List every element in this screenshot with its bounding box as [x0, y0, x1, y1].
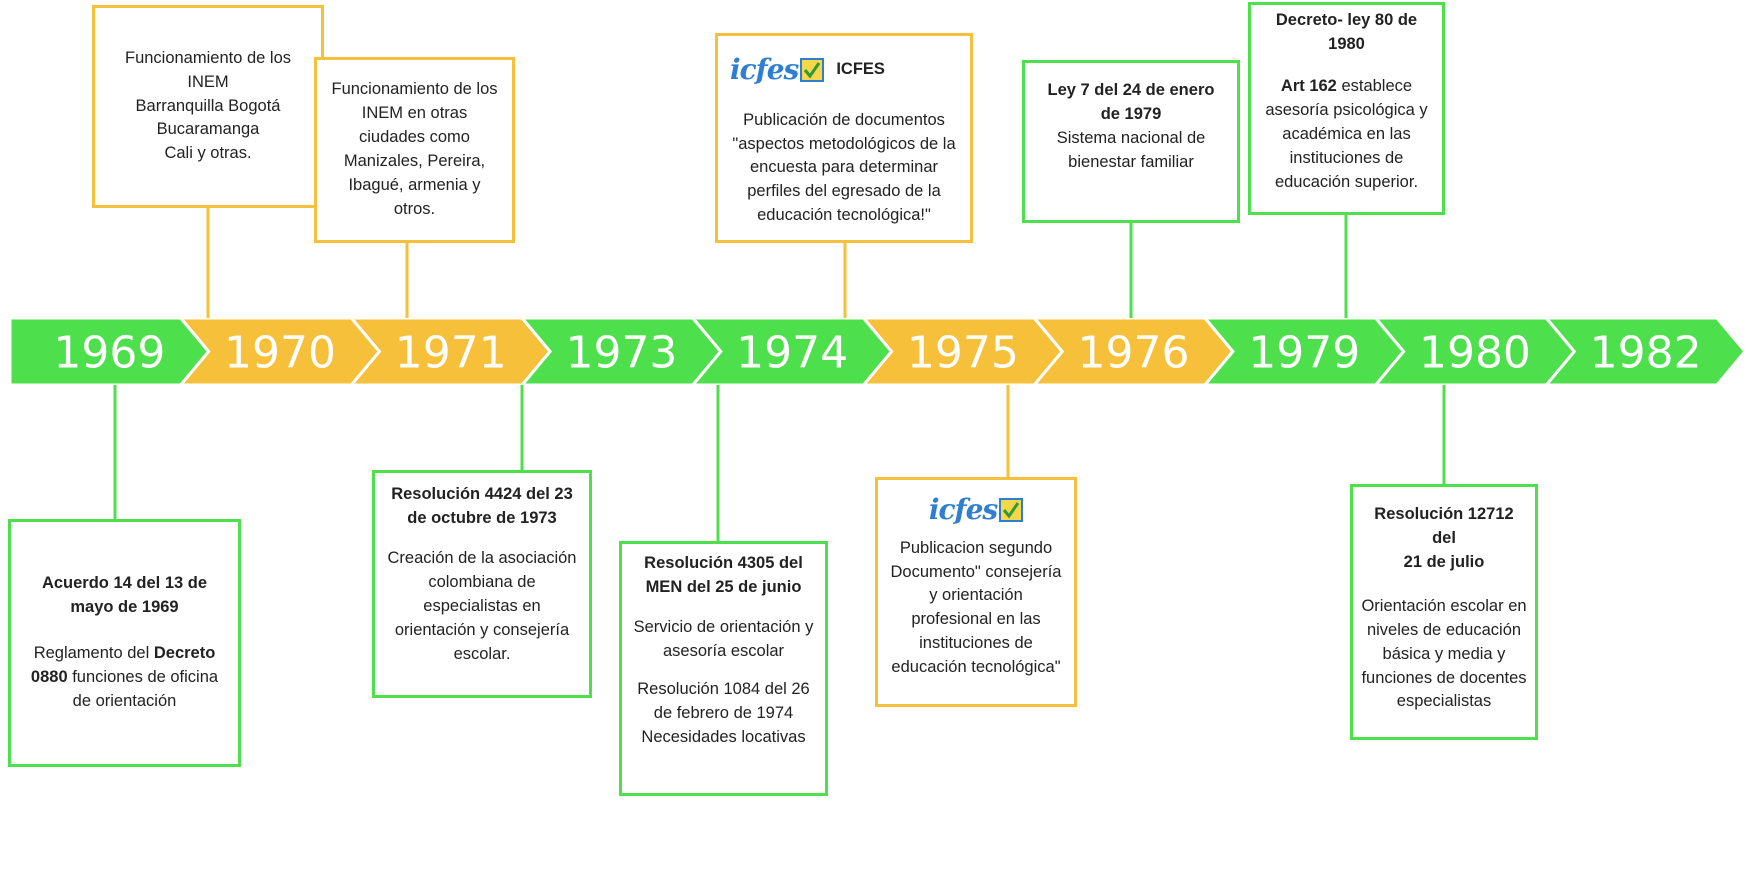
- event-1982-title-1: Resolución 12712 del: [1374, 505, 1514, 547]
- event-1976-line-6: educación tecnológica": [891, 658, 1061, 677]
- year-label-1971: 1971: [395, 328, 507, 379]
- event-1974-line-2: asesoría escolar: [662, 641, 785, 660]
- event-1980-title-1: Decreto- ley 80 de: [1275, 11, 1418, 29]
- year-label-1973: 1973: [565, 328, 677, 379]
- event-1970-line-2: INEM: [187, 72, 229, 91]
- event-1980-line-3: académica en las: [1282, 124, 1411, 143]
- event-1974-line-3: Resolución 1084 del 26: [637, 679, 810, 698]
- event-1971-line-4: Manizales, Pereira,: [343, 152, 486, 170]
- event-1976-line-2: Documento" consejería: [890, 562, 1062, 581]
- event-1982-line-5: especialistas: [1396, 692, 1492, 711]
- event-1974-line-4: de febrero de 1974: [653, 703, 794, 722]
- event-1979-box: Ley 7 del 24 de enero de 1979 Sistema na…: [1022, 60, 1240, 223]
- event-1973-title-1: Resolución 4424 del 23: [391, 485, 573, 503]
- icfes-header: icfes ICFES: [730, 50, 885, 91]
- event-1973-box: Resolución 4424 del 23 de octubre de 197…: [372, 470, 592, 698]
- event-1969-title-2: mayo de 1969: [70, 598, 179, 617]
- event-1975-line-5: educación tecnológica!": [757, 206, 931, 225]
- year-label-1974: 1974: [736, 328, 848, 379]
- check-icon-2: [999, 498, 1024, 523]
- event-1982-line-3: básica y media y: [1382, 644, 1506, 663]
- event-1971-line-1: Funcionamiento de los: [331, 80, 498, 99]
- event-1980-line-1-rest: establece: [1336, 76, 1413, 95]
- event-1980-article: Art 162: [1280, 76, 1337, 95]
- event-1979-title-2: de 1979: [1100, 104, 1162, 123]
- event-1976-line-4: profesional en las: [911, 610, 1041, 629]
- event-1970-box: Funcionamiento de los INEM Barranquilla …: [92, 5, 324, 208]
- event-1982-box: Resolución 12712 del 21 de julio Orienta…: [1350, 484, 1538, 740]
- event-1982-line-1: Orientación escolar en: [1361, 596, 1527, 615]
- event-1979-line-1: Sistema nacional de: [1056, 128, 1206, 147]
- event-1970-line-3: Barranquilla Bogotá: [135, 96, 281, 115]
- event-1974-box: Resolución 4305 del MEN del 25 de junio …: [619, 541, 828, 796]
- year-label-1975: 1975: [907, 328, 1019, 379]
- event-1976-line-5: instituciones de: [919, 634, 1033, 653]
- check-icon: [800, 58, 825, 83]
- year-label-1982: 1982: [1590, 328, 1702, 379]
- event-1971-line-3: ciudades como: [359, 128, 470, 147]
- event-1969-box: Acuerdo 14 del 13 de mayo de 1969 Reglam…: [8, 519, 241, 767]
- event-1974-line-1: Servicio de orientación y: [633, 617, 814, 636]
- event-1975-line-4: perfiles del egresado de la: [747, 182, 941, 201]
- event-1973-line-1: Creación de la asociación: [387, 548, 577, 567]
- event-1970-line-4: Bucaramanga: [156, 120, 260, 139]
- event-1976-box: icfes Publicacion segundo Documento" con…: [875, 477, 1077, 707]
- event-1970-line-1: Funcionamiento de los: [124, 48, 291, 67]
- event-1971-box: Funcionamiento de los INEM en otras ciud…: [314, 57, 515, 243]
- event-1980-line-1: Art 162 establece: [1281, 75, 1412, 99]
- event-1979-title-1: Ley 7 del 24 de enero: [1047, 81, 1215, 99]
- event-1970-line-5: Cali y otras.: [164, 144, 252, 163]
- event-1973-line-2: colombiana de: [428, 572, 536, 591]
- event-1975-title: ICFES: [836, 60, 885, 79]
- event-1969-decreto-number: 0880: [30, 667, 68, 686]
- event-1982-line-2: niveles de educación: [1366, 620, 1522, 639]
- event-1975-line-1: Publicación de documentos: [743, 110, 945, 129]
- event-1969-line-1: Reglamento del Decreto: [34, 642, 216, 666]
- event-1969-line-2: 0880 funciones de oficina: [31, 666, 218, 690]
- year-label-1969: 1969: [53, 328, 165, 379]
- icfes-logo-text-2: icfes: [928, 493, 998, 526]
- event-1976-line-1: Publicacion segundo: [899, 538, 1053, 557]
- event-1980-title-2: 1980: [1328, 34, 1365, 53]
- event-1979-line-2: bienestar familiar: [1068, 152, 1194, 171]
- event-1980-line-4: instituciones de: [1289, 148, 1404, 167]
- year-label-1970: 1970: [224, 328, 336, 379]
- event-1969-line-3: de orientación: [72, 691, 177, 710]
- event-1973-title-2: de octubre de 1973: [407, 508, 557, 527]
- year-chevron-1982: [1543, 316, 1747, 387]
- event-1974-title-2: MEN del 25 de junio: [645, 577, 802, 596]
- event-1975-line-2: "aspectos metodológicos de la: [732, 134, 956, 153]
- event-1969-title-1: Acuerdo 14 del 13 de: [41, 574, 208, 593]
- year-label-1976: 1976: [1078, 328, 1190, 379]
- event-1974-line-5: Necesidades locativas: [641, 727, 806, 746]
- event-1974-title-1: Resolución 4305 del: [644, 554, 803, 572]
- event-1971-line-2: INEM en otras: [361, 104, 468, 123]
- icfes-logo-2: icfes: [928, 490, 1024, 531]
- event-1973-line-3: especialistas en: [423, 596, 541, 615]
- icfes-logo: icfes: [730, 50, 825, 91]
- year-label-1979: 1979: [1248, 328, 1360, 379]
- event-1969-line-2-post: funciones de oficina: [67, 667, 219, 686]
- event-1980-box: Decreto- ley 80 de 1980 Art 162 establec…: [1248, 2, 1445, 215]
- event-1980-line-5: educación superior.: [1274, 172, 1419, 191]
- event-1971-line-6: otros.: [393, 199, 436, 218]
- event-1982-title-2: 21 de julio: [1403, 552, 1485, 571]
- event-1969-line-1-pre: Reglamento del: [33, 644, 154, 663]
- icfes-logo-text: icfes: [730, 53, 799, 86]
- event-1973-line-4: orientación y consejería: [394, 620, 570, 639]
- event-1975-line-3: encuesta para determinar: [749, 158, 939, 177]
- event-1976-line-3: y orientación: [929, 586, 1023, 605]
- event-1971-line-5: Ibagué, armenia y: [348, 175, 481, 194]
- event-1980-line-2: asesoría psicológica y: [1265, 100, 1428, 119]
- event-1982-line-4: funciones de docentes: [1361, 668, 1527, 687]
- event-1975-box: icfes ICFES Publicación de documentos "a…: [715, 33, 973, 243]
- year-label-1980: 1980: [1419, 328, 1531, 379]
- event-1973-line-5: escolar.: [453, 644, 511, 663]
- event-1969-decreto: Decreto: [153, 644, 216, 663]
